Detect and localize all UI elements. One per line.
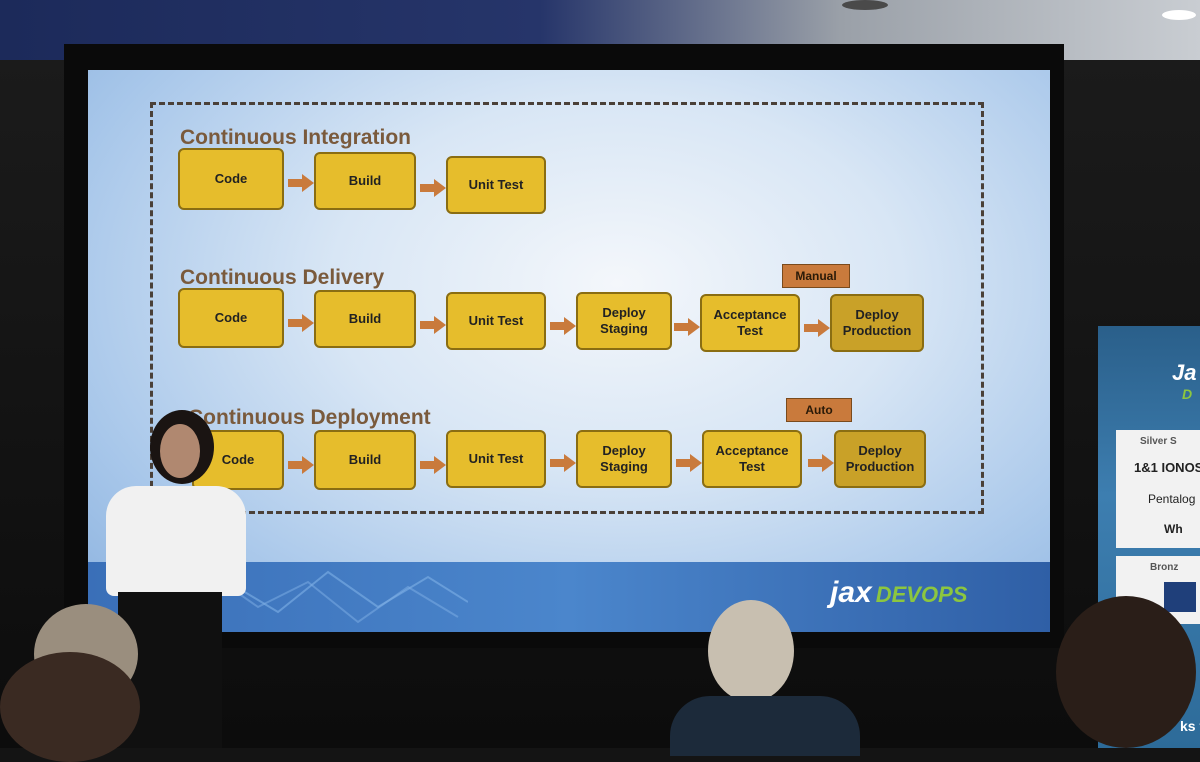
slide-footer-band bbox=[88, 562, 1050, 632]
ci-cd-dashed-frame bbox=[150, 102, 984, 514]
audience-head bbox=[1056, 596, 1196, 748]
arrow-icon bbox=[420, 316, 446, 334]
stage-box: Unit Test bbox=[446, 156, 546, 214]
arrow-icon bbox=[550, 317, 576, 335]
stage-box: Deploy Production bbox=[834, 430, 926, 488]
gate-tag-manual: Manual bbox=[782, 264, 850, 288]
ceiling-light bbox=[1162, 10, 1196, 20]
stage-box: Unit Test bbox=[446, 292, 546, 350]
sponsor-name: 1&1 IONOS bbox=[1134, 460, 1200, 475]
logo-main: jax bbox=[830, 576, 872, 609]
stage-box: Code bbox=[178, 288, 284, 348]
stage-box: Acceptance Test bbox=[700, 294, 800, 352]
arrow-icon bbox=[420, 179, 446, 197]
arrow-icon bbox=[288, 174, 314, 192]
banner-logo-fragment: Ja bbox=[1172, 360, 1197, 385]
sponsor-logo bbox=[1164, 582, 1196, 612]
stage-box: Code bbox=[178, 148, 284, 210]
banner-bottom-fragment: ks to bbox=[1180, 718, 1200, 734]
stage-box: Build bbox=[314, 290, 416, 348]
arrow-icon bbox=[676, 454, 702, 472]
sponsor-panel-silver: Silver S 1&1 IONOS Pentalog Wh bbox=[1116, 430, 1200, 548]
tier-label: Bronz bbox=[1150, 562, 1179, 573]
stage-box: Acceptance Test bbox=[702, 430, 802, 488]
arrow-icon bbox=[288, 314, 314, 332]
stage-box: Unit Test bbox=[446, 430, 546, 488]
arrow-icon bbox=[674, 318, 700, 336]
gate-tag-auto: Auto bbox=[786, 398, 852, 422]
speaker-face bbox=[160, 424, 200, 478]
stage-box: Deploy Staging bbox=[576, 292, 672, 350]
audience-head bbox=[708, 600, 794, 702]
sponsor-name: Pentalog bbox=[1148, 492, 1196, 506]
projected-slide: Continuous Integration Code Build Unit T… bbox=[88, 70, 1050, 632]
audience-body bbox=[670, 696, 860, 756]
arrow-icon bbox=[550, 454, 576, 472]
stage-box: Build bbox=[314, 152, 416, 210]
banner-sub-fragment: D bbox=[1182, 386, 1193, 402]
arrow-icon bbox=[420, 456, 446, 474]
logo-sub: DEVOPS bbox=[875, 582, 968, 607]
section-title-deployment: Continuous Deployment bbox=[188, 406, 431, 429]
audience-head bbox=[0, 652, 140, 762]
stage-box: Deploy Production bbox=[830, 294, 924, 352]
section-title-ci: Continuous Integration bbox=[180, 126, 411, 149]
tier-label: Silver S bbox=[1140, 436, 1177, 447]
ceiling-light bbox=[842, 0, 888, 10]
stage-box: Deploy Staging bbox=[576, 430, 672, 488]
arrow-icon bbox=[804, 319, 830, 337]
section-title-delivery: Continuous Delivery bbox=[180, 266, 385, 289]
speaker-body bbox=[106, 486, 246, 596]
sponsor-name: Wh bbox=[1164, 522, 1183, 536]
stage-box: Build bbox=[314, 430, 416, 490]
arrow-icon bbox=[288, 456, 314, 474]
arrow-icon bbox=[808, 454, 834, 472]
